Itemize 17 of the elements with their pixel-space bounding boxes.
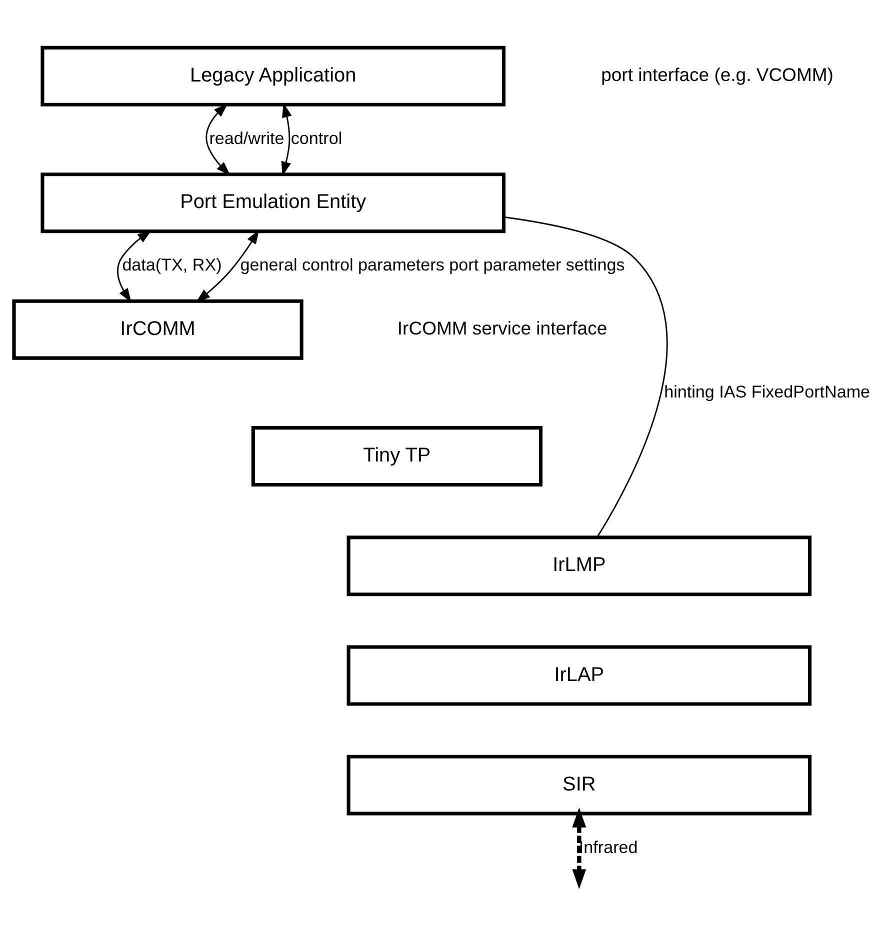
node-box: Legacy Application: [40, 45, 506, 106]
label: port interface (e.g. VCOMM): [601, 64, 834, 85]
node-box: SIR: [346, 754, 812, 815]
node-box: IrLAP: [346, 644, 812, 706]
node-box: IrLMP: [346, 535, 812, 596]
edge-label: read/write: [209, 128, 284, 148]
node-box: IrCOMM: [12, 298, 304, 360]
connector: [504, 216, 668, 537]
edge-label: Infrared: [578, 837, 638, 856]
edge-label: control: [290, 128, 342, 148]
label: IrCOMM service interface: [397, 316, 608, 338]
node-box: Port Emulation Entity: [40, 172, 506, 233]
node-box: Tiny TP: [251, 426, 542, 486]
edge-label: general control parameters port parameter settings: [240, 255, 625, 274]
edge-label: data(TX, RX): [122, 255, 222, 274]
arrow: [572, 806, 586, 889]
edge-label: hinting IAS FixedPortName: [664, 382, 870, 401]
